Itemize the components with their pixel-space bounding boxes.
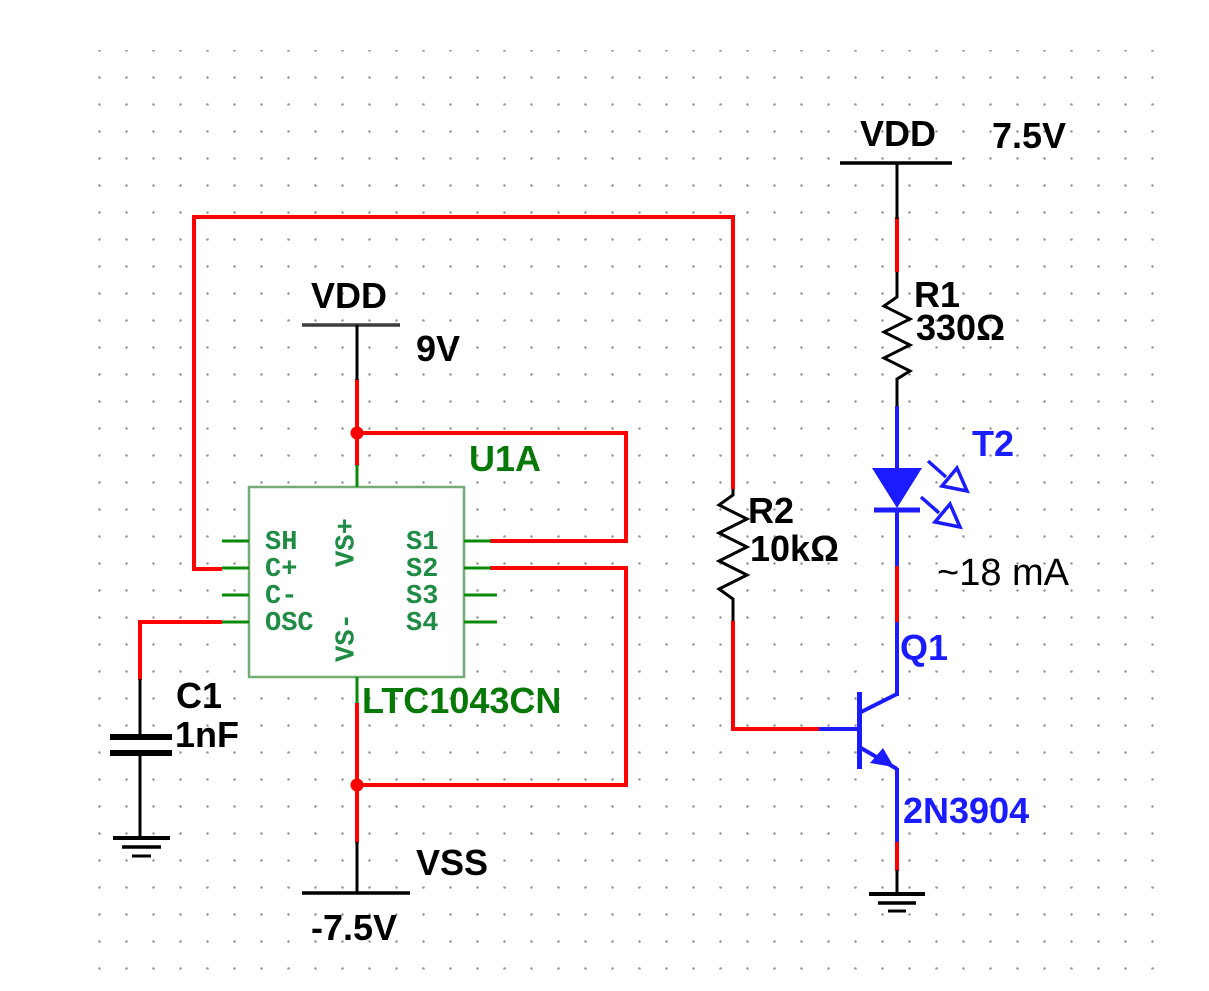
ic-ref-label: U1A [469, 438, 542, 479]
c1-value-label: 1nF [175, 714, 240, 755]
pin-label-cminus: C- [265, 582, 298, 612]
led-t2 [872, 406, 970, 566]
resistor-r2 [715, 489, 751, 621]
voltage-label-7v5: 7.5V [992, 115, 1067, 156]
c1-ref-label: C1 [176, 675, 223, 716]
capacitor-c1 [110, 734, 172, 756]
pin-label-s4: S4 [406, 609, 439, 639]
led-light-arrows-icon [919, 459, 970, 530]
ground-q1-icon [869, 892, 925, 913]
q1-collector-diag [860, 692, 898, 714]
wire-9v-to-s1 [357, 431, 628, 543]
wire-cplus-to-r2-top [192, 215, 735, 571]
pin-label-osc: OSC [265, 609, 314, 639]
net-label-vdd-ic: VDD [311, 275, 388, 316]
pin-label-cplus: C+ [265, 555, 298, 585]
arrow1-shaft [926, 459, 948, 479]
arrow2-shaft [919, 495, 941, 515]
r2-ref-label: R2 [748, 490, 795, 531]
net-label-vdd-right: VDD [860, 113, 937, 154]
voltage-label-neg7v5: -7.5V [311, 907, 398, 948]
junction-dot-vss [350, 778, 364, 792]
current-annotation: ~18 mA [937, 552, 1070, 594]
pin-label-s1: S1 [406, 528, 439, 558]
r2-value-label: 10kΩ [750, 528, 839, 569]
transistor-q1 [819, 622, 899, 842]
led-anode-triangle [872, 468, 922, 508]
ic-u1a-pin-stubs [222, 465, 497, 703]
ic-part-label: LTC1043CN [362, 680, 562, 721]
pin-label-s3: S3 [406, 582, 439, 612]
pin-label-vsminus: VS- [332, 613, 363, 662]
arrow1-head [938, 464, 970, 494]
q1-ref-label: Q1 [900, 627, 949, 668]
voltage-label-9v: 9V [416, 328, 461, 369]
wire-s2-to-vss-node [357, 566, 628, 787]
led-ref-label: T2 [972, 423, 1015, 464]
wire-osc-to-c1 [138, 620, 222, 680]
r1-value-label: 330Ω [916, 307, 1005, 348]
pin-label-vsplus: VS+ [332, 518, 363, 567]
net-label-vss: VSS [416, 842, 489, 883]
pin-label-s2: S2 [406, 555, 439, 585]
resistor-r1 [880, 272, 914, 406]
q1-emitter-arrow [870, 748, 894, 767]
wire-r2-to-base [731, 621, 819, 731]
ground-c1-icon [113, 836, 170, 858]
red-wires [138, 215, 899, 871]
junction-dot-9v [350, 426, 364, 440]
black-wires [138, 161, 952, 895]
pin-label-sh: SH [265, 528, 298, 558]
r1-ref-label: R1 [914, 274, 961, 315]
q1-base-bar [857, 692, 862, 769]
arrow2-head [931, 500, 963, 530]
q1-part-label: 2N3904 [903, 790, 1030, 831]
